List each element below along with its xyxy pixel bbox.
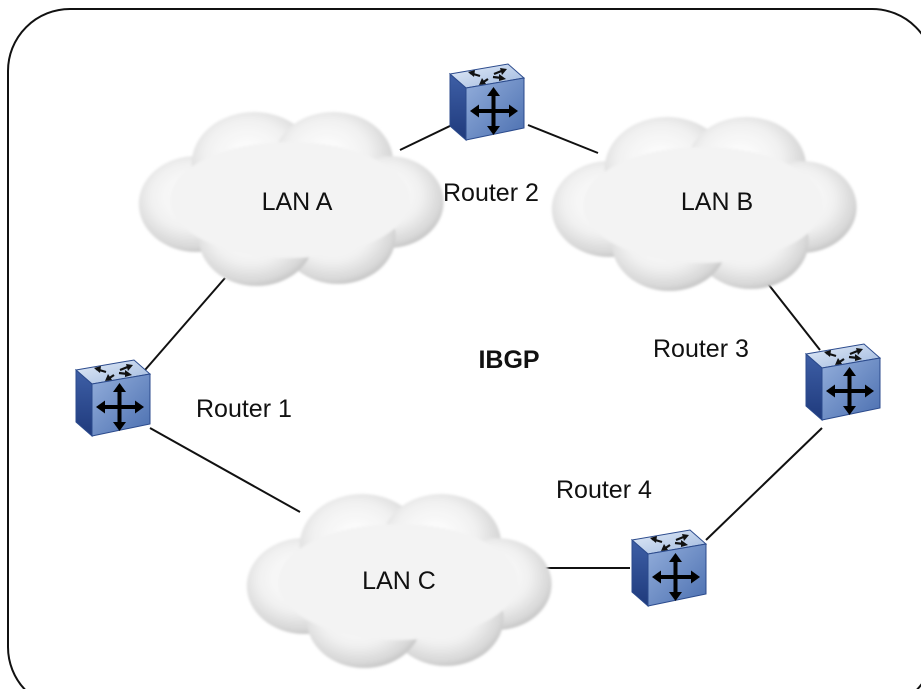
lan-a-label: LAN A	[262, 188, 333, 216]
router-2-label: Router 2	[443, 179, 539, 207]
router-2-icon	[448, 62, 526, 142]
lan-c-label: LAN C	[362, 567, 436, 595]
lan-b-label: LAN B	[681, 188, 753, 216]
router-4-label: Router 4	[556, 476, 652, 504]
link-router-1-lan-a	[144, 277, 226, 371]
link-router-3-router-4	[705, 427, 823, 541]
diagram-border	[7, 8, 921, 689]
link-router-2-lan-b	[527, 124, 599, 154]
router-4-icon	[630, 528, 708, 608]
connection-lines	[144, 124, 823, 569]
protocol-label: IBGP	[478, 346, 539, 374]
router-3-icon	[804, 342, 882, 422]
link-lan-b-router-3	[764, 279, 821, 351]
router-3-label: Router 3	[653, 335, 749, 363]
router-1-label: Router 1	[196, 395, 292, 423]
link-lan-c-router-1	[149, 427, 301, 513]
router-1-icon	[74, 358, 152, 438]
link-lan-a-router-2	[399, 124, 453, 151]
